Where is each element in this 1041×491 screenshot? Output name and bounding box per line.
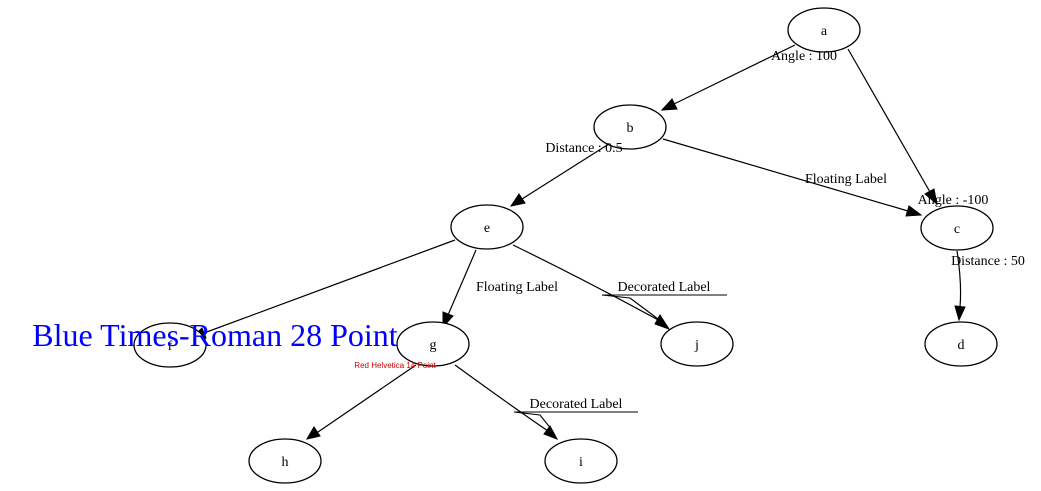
node-d[interactable]: d: [924, 321, 998, 367]
node-i[interactable]: i: [544, 438, 618, 484]
node-h[interactable]: h: [248, 438, 322, 484]
edge-label-a-c-head: Angle : -100: [918, 193, 989, 208]
node-a[interactable]: a: [787, 7, 861, 53]
annotations: Blue Times-Roman 28 Point Red Helvetica …: [32, 317, 436, 370]
edge-labels: Angle : 100 Angle : -100 Distance : 0.5 …: [476, 49, 1025, 412]
node-g[interactable]: g: [396, 321, 470, 367]
edge-c-d: [954, 250, 966, 322]
node-b-label: b: [627, 121, 634, 136]
small-red-annotation: Red Helvetica 14 Point: [354, 361, 436, 370]
edge-label-e-j-decorated: Decorated Label: [618, 280, 711, 295]
edge-a-b: [660, 44, 796, 111]
big-blue-annotation: Blue Times-Roman 28 Point: [32, 317, 398, 353]
edge-label-c-d-tail: Distance : 50: [951, 254, 1025, 269]
node-h-label: h: [282, 455, 289, 470]
node-b[interactable]: b: [593, 104, 667, 150]
node-f[interactable]: f: [133, 322, 207, 368]
node-d-label: d: [958, 338, 965, 353]
edge-b-e: [509, 141, 613, 207]
edge-label-g-i-decorated: Decorated Label: [530, 397, 623, 412]
node-e[interactable]: e: [450, 204, 524, 250]
node-j-label: j: [694, 338, 699, 353]
edge-b-c: [662, 138, 923, 217]
node-j[interactable]: j: [660, 321, 734, 367]
edge-g-i: [454, 364, 559, 440]
edge-a-c: [847, 48, 938, 206]
node-a-label: a: [821, 24, 828, 39]
edge-label-e-g-floating: Floating Label: [476, 280, 558, 295]
e-j-decoration: [601, 294, 727, 323]
node-e-label: e: [484, 221, 490, 236]
node-f-label: f: [168, 339, 173, 354]
edge-label-a-b-tail: Angle : 100: [771, 49, 837, 64]
edges: [190, 44, 966, 440]
decorations: [513, 294, 727, 431]
edge-label-b-e-tail: Distance : 0.5: [545, 141, 622, 156]
node-i-label: i: [579, 455, 583, 470]
g-i-decoration: [513, 411, 638, 431]
edge-e-g: [442, 249, 477, 329]
node-c-label: c: [954, 222, 960, 237]
edge-label-b-c-floating: Floating Label: [805, 172, 887, 187]
nodes: a b c d e f g h: [133, 7, 998, 484]
node-g-label: g: [430, 338, 437, 353]
edge-g-h: [305, 364, 417, 440]
node-c[interactable]: c: [920, 205, 994, 251]
